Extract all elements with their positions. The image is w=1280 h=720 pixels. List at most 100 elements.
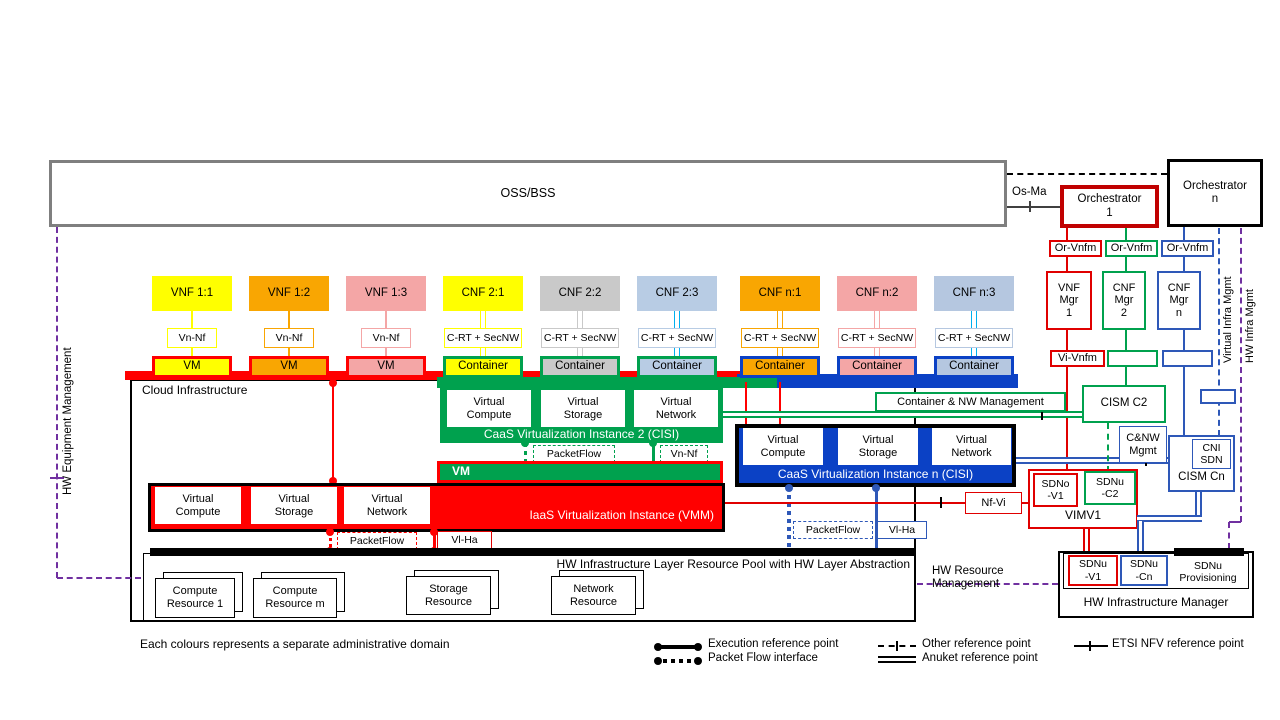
tick xyxy=(50,477,64,479)
packetflow-label-red: PacketFlow xyxy=(337,532,417,550)
cni-sdn-box: CNI SDN xyxy=(1192,439,1231,469)
sdnu-prov-bar xyxy=(1174,548,1244,556)
vm-caasn-line xyxy=(779,382,781,425)
compute-resource-1: Compute Resource 1 xyxy=(155,578,235,618)
exec-dot xyxy=(785,484,793,492)
hw-equipment-mgmt-line xyxy=(56,227,58,578)
ref-box: Vn-Nf xyxy=(264,328,314,348)
vm-box: VM xyxy=(152,356,232,378)
nf-vi-box: Nf-Vi xyxy=(965,492,1022,514)
legend-exec-label: Execution reference point xyxy=(708,638,839,650)
vimv1-label: VIMV1 xyxy=(1064,508,1101,523)
vm-caasn-line xyxy=(745,382,747,425)
sdnu-provisioning-label: SDNu Provisioning xyxy=(1179,559,1237,584)
nf-box: CNF n:3 xyxy=(934,276,1014,311)
nf-box: VNF 1:2 xyxy=(249,276,329,311)
virtual-network-box: Virtual Network xyxy=(634,390,718,427)
cloud-infrastructure-label: Cloud Infrastructure xyxy=(142,383,248,397)
container-box: Container xyxy=(637,356,717,378)
or-vnfm-box: Or-Vnfm xyxy=(1049,240,1102,257)
vm-layer-bar: VM xyxy=(437,461,723,483)
cnf-mgr-2-box: CNF Mgr 2 xyxy=(1102,271,1146,330)
exec-dot xyxy=(521,439,529,447)
ref-box: C-RT + SecNW xyxy=(935,328,1013,348)
empty-ref-box-green xyxy=(1107,350,1158,367)
exec-dot xyxy=(329,379,337,387)
cism-c2-sdnu-dashed xyxy=(1107,423,1109,472)
ref-box: C-RT + SecNW xyxy=(541,328,619,348)
virtual-compute-box: Virtual Compute xyxy=(155,487,241,524)
sdnu-cn-box: SDNu -Cn xyxy=(1120,555,1168,586)
packet-flow-line-red xyxy=(329,532,332,550)
sdnu-v1-box: SDNu -V1 xyxy=(1068,555,1118,586)
exec-dot xyxy=(329,477,337,485)
container-nw-line xyxy=(723,411,1082,418)
nf-box: CNF 2:1 xyxy=(443,276,523,311)
hw-equipment-mgmt-label: HW Equipment Management xyxy=(62,347,74,495)
cnf-mgr-n-box: CNF Mgr n xyxy=(1157,271,1201,330)
vi-vnfm-box: Vi-Vnfm xyxy=(1050,350,1105,367)
packetflow-label-blue: PacketFlow xyxy=(793,521,873,539)
admin-domain-note: Each colours represents a separate admin… xyxy=(140,637,450,651)
nf-box: VNF 1:3 xyxy=(346,276,426,311)
os-ma-label: Os-Ma xyxy=(1012,186,1047,198)
legend-anuket-symbol xyxy=(878,656,916,663)
virtual-infra-mgmt-line xyxy=(1218,228,1220,436)
legend-exec-symbol xyxy=(654,641,702,653)
orchestrator-1-box: Orchestrator 1 xyxy=(1060,185,1159,228)
exec-line-blue xyxy=(875,487,878,549)
hw-infra-manager-inner xyxy=(1063,553,1249,589)
cismcn-sdnu-line-v2 xyxy=(1137,521,1144,554)
legend-anuket-label: Anuket reference point xyxy=(922,652,1038,664)
ref-box: C-RT + SecNW xyxy=(638,328,716,348)
virtual-storage-box: Virtual Storage xyxy=(541,390,625,427)
ref-box: C-RT + SecNW xyxy=(444,328,522,348)
legend-etsi-label: ETSI NFV reference point xyxy=(1112,638,1244,650)
vm-box: VM xyxy=(249,356,329,378)
cismcn-sdnu-line-v1 xyxy=(1195,492,1202,519)
ref-box: Vn-Nf xyxy=(361,328,411,348)
virtual-storage-box: Virtual Storage xyxy=(251,487,337,524)
exec-line-red xyxy=(433,532,436,550)
cismcn-sdnu-line-h xyxy=(1137,515,1202,522)
container-box: Container xyxy=(443,356,523,378)
hw-equipment-mgmt-line-h xyxy=(57,577,141,579)
vimv1-sdnu-line xyxy=(1083,529,1090,554)
exec-dot xyxy=(326,528,334,536)
container-box: Container xyxy=(740,356,820,378)
ref-box: C-RT + SecNW xyxy=(838,328,916,348)
nf-box: CNF 2:3 xyxy=(637,276,717,311)
tick xyxy=(940,497,942,508)
hw-infra-mgmt-jog-v xyxy=(1228,522,1230,549)
nf-box: VNF 1:1 xyxy=(152,276,232,311)
vm-box: VM xyxy=(346,356,426,378)
empty-ref-box-blue-small xyxy=(1200,389,1236,404)
orchestrator-n-box: Orchestrator n xyxy=(1167,159,1263,227)
legend-other-label: Other reference point xyxy=(922,638,1031,650)
exec-dot xyxy=(430,528,438,536)
os-ma-line xyxy=(1007,206,1060,208)
legend-other-symbol xyxy=(878,640,916,652)
vnf-mgr-1-box: VNF Mgr 1 xyxy=(1046,271,1092,330)
legend-etsi-symbol xyxy=(1074,640,1108,652)
tick xyxy=(1041,408,1043,420)
vl-ha-label-blue: Vl-Ha xyxy=(877,521,927,539)
oss-bss-box: OSS/BSS xyxy=(49,160,1007,227)
virtual-compute-box: Virtual Compute xyxy=(447,390,531,427)
hw-resource-mgmt-label: HW Resource Management xyxy=(932,565,1004,591)
exec-dot xyxy=(872,484,880,492)
network-resource: Network Resource xyxy=(551,576,636,615)
container-box: Container xyxy=(934,356,1014,378)
ref-box: Vn-Nf xyxy=(167,328,217,348)
hw-infra-mgmt-jog-h xyxy=(1229,521,1241,523)
tick xyxy=(1029,201,1031,212)
empty-ref-box-blue xyxy=(1162,350,1213,367)
oss-orchn-dashed xyxy=(1007,173,1167,175)
container-box: Container xyxy=(837,356,917,378)
orvnfm-line-blue xyxy=(1183,227,1185,435)
virtual-storage-box: Virtual Storage xyxy=(838,428,918,465)
packet-flow-line-blue xyxy=(787,487,791,549)
or-vnfm-box: Or-Vnfm xyxy=(1105,240,1158,257)
virtual-compute-box: Virtual Compute xyxy=(743,428,823,465)
